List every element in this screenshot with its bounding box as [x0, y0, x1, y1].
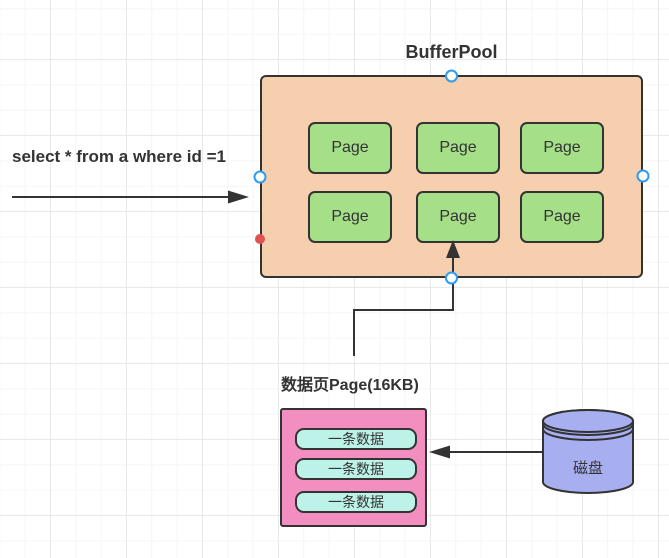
page-box[interactable]: Page: [520, 191, 604, 243]
page-box[interactable]: Page: [416, 122, 500, 174]
handle-top[interactable]: [445, 69, 458, 83]
selection-handles: [253, 69, 650, 285]
disk-label: 磁盘: [572, 460, 603, 477]
disk-read-arrow[interactable]: [429, 445, 543, 459]
disk-ring: [542, 428, 634, 441]
sql-query-label: select * from a where id =1: [12, 147, 227, 166]
disk-cylinder[interactable]: [542, 409, 634, 494]
data-row[interactable]: 一条数据: [295, 458, 417, 480]
page-box[interactable]: Page: [416, 191, 500, 243]
bufferpool-title: BufferPool: [405, 42, 498, 62]
page-load-arrow[interactable]: [353, 240, 460, 356]
page-box[interactable]: Page: [520, 122, 604, 174]
datapage-label: 数据页Page(16KB): [281, 377, 419, 394]
data-row[interactable]: 一条数据: [295, 428, 417, 450]
datapage-container[interactable]: 一条数据 一条数据 一条数据: [280, 408, 427, 527]
endpoint-marker[interactable]: [255, 234, 265, 244]
page-box[interactable]: Page: [308, 122, 392, 174]
handle-bottom[interactable]: [445, 271, 458, 285]
handle-right[interactable]: [636, 169, 650, 183]
page-box[interactable]: Page: [308, 191, 392, 243]
query-arrow[interactable]: [12, 190, 249, 204]
disk-ring: [542, 423, 634, 436]
handle-left[interactable]: [253, 170, 267, 184]
data-row[interactable]: 一条数据: [295, 491, 417, 513]
